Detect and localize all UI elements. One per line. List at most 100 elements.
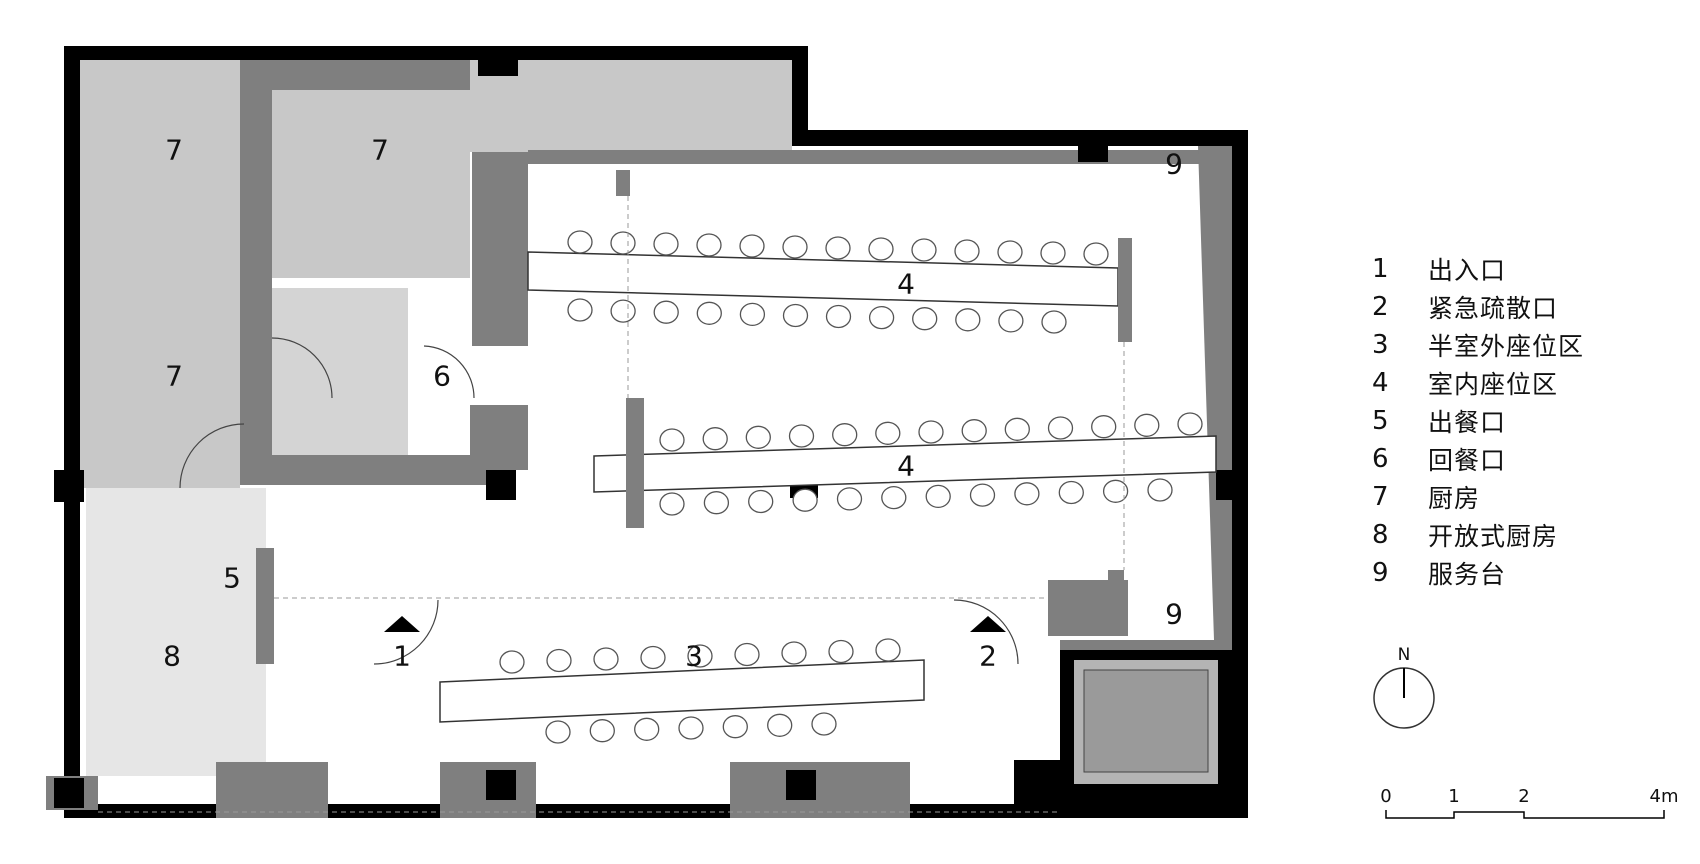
scale-tick-label: 4m bbox=[1650, 786, 1679, 807]
scale-tick-label: 1 bbox=[1448, 786, 1459, 807]
chair bbox=[782, 303, 809, 328]
chair bbox=[1177, 412, 1203, 436]
room-label: 4 bbox=[897, 450, 915, 483]
chair bbox=[739, 302, 766, 327]
chair bbox=[1041, 310, 1067, 334]
chair bbox=[998, 309, 1024, 333]
chair bbox=[912, 307, 938, 331]
chair bbox=[567, 298, 593, 322]
north-arrow: N bbox=[1373, 645, 1435, 729]
room-label: 1 bbox=[393, 640, 411, 673]
legend-row: 4 室内座位区 bbox=[1372, 364, 1584, 402]
legend-label: 半室外座位区 bbox=[1428, 332, 1585, 361]
chair bbox=[610, 231, 636, 255]
legend-label: 开放式厨房 bbox=[1428, 522, 1559, 551]
chair bbox=[499, 650, 525, 674]
room-label: 8 bbox=[163, 640, 181, 673]
north-label: N bbox=[1398, 645, 1411, 665]
chair bbox=[593, 647, 619, 671]
room-label: 7 bbox=[165, 360, 183, 393]
chair bbox=[734, 642, 760, 667]
chair bbox=[925, 484, 951, 509]
legend-num: 3 bbox=[1372, 330, 1389, 360]
chair bbox=[1047, 416, 1074, 440]
chair bbox=[687, 644, 713, 668]
chair bbox=[969, 483, 996, 507]
legend-row: 2 紧急疏散口 bbox=[1372, 288, 1584, 326]
chair bbox=[811, 712, 837, 736]
chair bbox=[788, 424, 815, 448]
chair bbox=[1134, 413, 1160, 437]
legend-num: 2 bbox=[1372, 292, 1389, 322]
glazing-lines bbox=[98, 196, 1125, 813]
chair bbox=[696, 233, 722, 257]
room-label: 7 bbox=[165, 134, 183, 167]
chair bbox=[955, 308, 981, 332]
chair bbox=[678, 716, 704, 740]
room-label: 9 bbox=[1165, 598, 1183, 631]
room-label: 9 bbox=[1165, 148, 1183, 181]
chair bbox=[1083, 242, 1109, 266]
indoor-tables bbox=[439, 251, 1217, 723]
legend-num: 7 bbox=[1372, 482, 1389, 512]
chair bbox=[918, 420, 944, 444]
chair bbox=[1040, 241, 1066, 265]
chair bbox=[696, 301, 722, 325]
chair bbox=[722, 715, 748, 739]
chair bbox=[868, 237, 894, 261]
chair bbox=[702, 427, 728, 451]
chair bbox=[748, 489, 774, 514]
chair bbox=[825, 304, 852, 329]
chair bbox=[589, 719, 615, 743]
chair bbox=[659, 428, 685, 452]
scale-tick-label: 2 bbox=[1518, 786, 1529, 807]
legend-num: 1 bbox=[1372, 254, 1389, 284]
chair bbox=[653, 232, 679, 256]
chair bbox=[634, 717, 660, 741]
legend-num: 4 bbox=[1372, 368, 1389, 398]
chair bbox=[997, 240, 1023, 264]
legend-num: 5 bbox=[1372, 406, 1389, 436]
chair bbox=[836, 487, 863, 511]
chair bbox=[1058, 480, 1084, 505]
legend-row: 5 出餐口 bbox=[1372, 402, 1584, 440]
chair bbox=[1004, 417, 1030, 441]
scale-tick-label: 0 bbox=[1380, 786, 1391, 807]
chair bbox=[881, 485, 907, 510]
legend-row: 1 出入口 bbox=[1372, 250, 1584, 288]
chair bbox=[745, 425, 771, 449]
entry-arrows bbox=[384, 616, 1006, 632]
chair bbox=[954, 239, 980, 263]
legend-label: 紧急疏散口 bbox=[1428, 294, 1559, 323]
room-label: 7 bbox=[371, 134, 389, 167]
divider-bars bbox=[616, 170, 1132, 636]
stair-core bbox=[1060, 650, 1232, 804]
chair bbox=[911, 238, 937, 262]
kitchen-areas bbox=[80, 60, 792, 488]
chair bbox=[567, 230, 593, 254]
chair bbox=[782, 235, 808, 259]
chair bbox=[868, 305, 895, 330]
legend-label: 服务台 bbox=[1428, 560, 1507, 589]
legend-label: 出入口 bbox=[1428, 256, 1507, 285]
legend-label: 厨房 bbox=[1428, 484, 1481, 513]
chair bbox=[961, 419, 987, 443]
room-label: 5 bbox=[223, 562, 241, 595]
chair bbox=[832, 423, 858, 447]
chair bbox=[767, 713, 793, 737]
chair bbox=[875, 421, 901, 445]
chair bbox=[546, 648, 572, 673]
legend-label: 室内座位区 bbox=[1428, 370, 1559, 399]
legend-label: 回餐口 bbox=[1428, 446, 1507, 475]
scale-bar bbox=[1385, 810, 1665, 819]
room-label: 4 bbox=[897, 268, 915, 301]
chair bbox=[703, 491, 730, 515]
chair bbox=[1091, 415, 1117, 439]
open-kitchen-area bbox=[86, 488, 266, 776]
chair bbox=[825, 236, 851, 260]
seat-group bbox=[499, 230, 1203, 744]
legend-label: 出餐口 bbox=[1428, 408, 1507, 437]
